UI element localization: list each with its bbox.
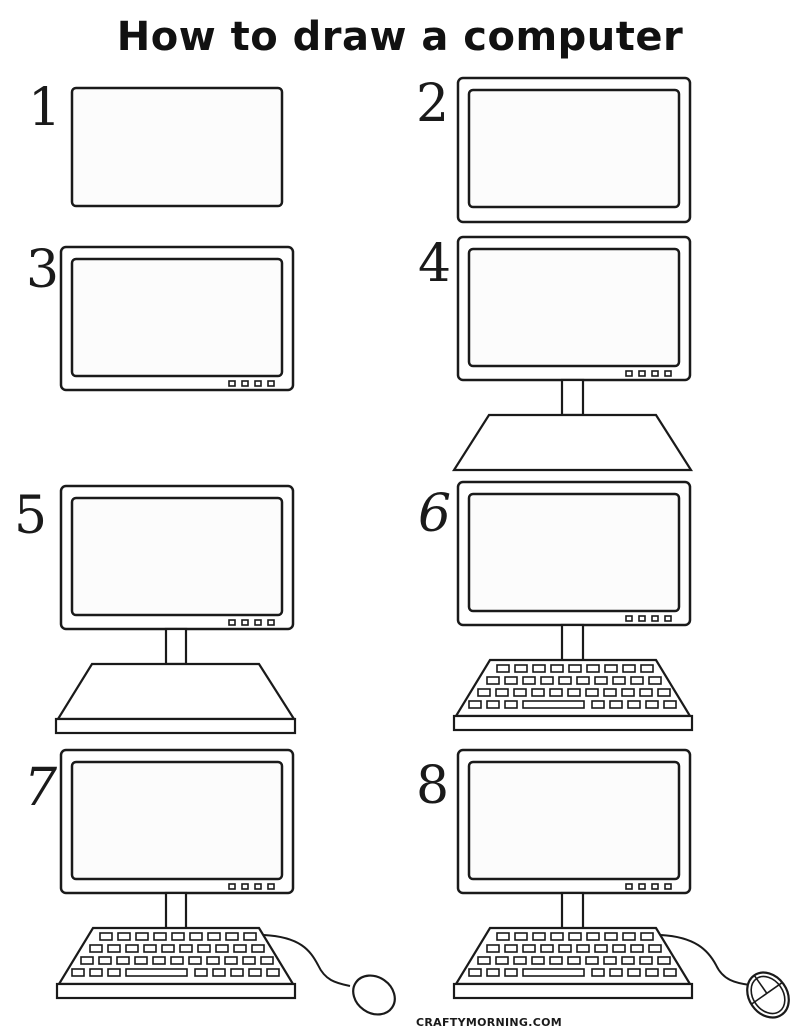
step-number-6: 6 bbox=[418, 484, 452, 544]
keyboard bbox=[452, 658, 694, 732]
monitor bbox=[456, 748, 692, 895]
step-6-drawing bbox=[452, 480, 694, 732]
monitor bbox=[59, 748, 295, 895]
monitor-neck bbox=[560, 378, 585, 417]
screen-outline bbox=[467, 88, 681, 209]
monitor-neck bbox=[560, 891, 585, 931]
keyboard bbox=[55, 926, 297, 1000]
step-1-drawing bbox=[70, 86, 284, 208]
monitor bbox=[456, 480, 692, 627]
monitor bbox=[59, 484, 295, 631]
step-7-drawing bbox=[55, 748, 396, 1016]
monitor-neck bbox=[164, 627, 188, 666]
step-4-drawing bbox=[451, 235, 694, 472]
monitor-with-buttons bbox=[59, 245, 295, 392]
step-number-7: 7 bbox=[24, 758, 58, 818]
mouse-cable bbox=[660, 934, 751, 986]
mouse-cable bbox=[263, 934, 351, 987]
step-number-2: 2 bbox=[416, 74, 450, 134]
stand-base bbox=[451, 413, 694, 472]
mouse-button-split bbox=[753, 974, 768, 994]
step-5-drawing bbox=[54, 484, 297, 735]
monitor-neck bbox=[560, 623, 585, 663]
screen-outline bbox=[70, 86, 284, 208]
step-2-drawing bbox=[456, 76, 692, 224]
step-number-4: 4 bbox=[418, 234, 452, 294]
step-number-5: 5 bbox=[14, 486, 48, 546]
mouse bbox=[352, 974, 396, 1016]
step-number-1: 1 bbox=[28, 78, 62, 138]
step-8-drawing bbox=[452, 748, 790, 1019]
step-3-drawing bbox=[59, 245, 295, 392]
site-credit: CRAFTYMORNING.COM bbox=[416, 1016, 562, 1029]
page-title: How to draw a computer bbox=[116, 14, 684, 60]
step-number-3: 3 bbox=[26, 240, 60, 300]
stand-base bbox=[56, 662, 297, 721]
step-number-8: 8 bbox=[416, 756, 450, 816]
desk-slab bbox=[54, 717, 297, 735]
monitor bbox=[456, 235, 692, 382]
mouse bbox=[746, 971, 790, 1019]
keyboard bbox=[452, 926, 694, 1000]
monitor-neck bbox=[164, 891, 188, 931]
